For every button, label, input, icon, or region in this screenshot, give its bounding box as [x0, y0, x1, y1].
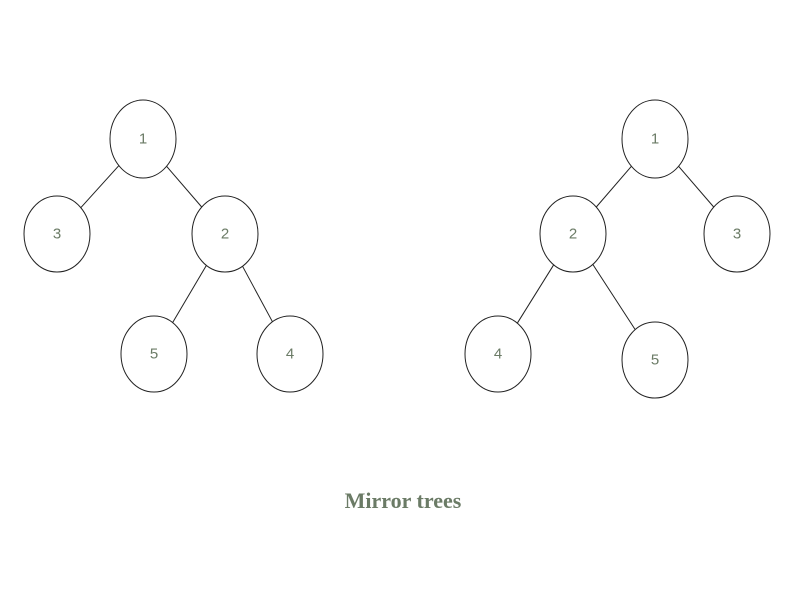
node-label: 1	[651, 131, 659, 148]
node-label: 4	[286, 346, 294, 363]
original-tree-edge	[172, 265, 207, 323]
node-circle	[191, 195, 259, 273]
node-circle	[621, 321, 689, 399]
node-circle	[621, 99, 689, 179]
mirror-tree-node-1: 1	[621, 99, 689, 179]
node-label: 3	[53, 226, 61, 243]
original-tree-edge	[166, 165, 203, 208]
node-label: 5	[651, 352, 659, 369]
node-label: 2	[569, 226, 577, 243]
node-label: 1	[139, 131, 147, 148]
node-circle	[703, 195, 771, 273]
diagram-caption: Mirror trees	[344, 488, 462, 513]
mirror-tree-node-3: 3	[703, 195, 771, 273]
mirror-tree-edge	[678, 165, 715, 208]
node-label: 3	[733, 226, 741, 243]
edges-layer	[80, 165, 715, 330]
node-label: 5	[150, 346, 158, 363]
node-circle	[539, 195, 607, 273]
node-circle	[109, 99, 177, 179]
original-tree-node-3: 3	[23, 195, 91, 273]
original-tree-edge	[242, 265, 273, 323]
original-tree-node-5: 5	[120, 315, 188, 393]
mirror-tree-edge	[516, 264, 555, 324]
node-label: 4	[494, 346, 502, 363]
mirror-tree-node-2: 2	[539, 195, 607, 273]
original-tree-node-2: 2	[191, 195, 259, 273]
original-tree-node-4: 4	[256, 315, 324, 393]
node-circle	[256, 315, 324, 393]
node-circle	[464, 315, 532, 393]
original-tree-node-1: 1	[109, 99, 177, 179]
mirror-tree-node-5: 5	[621, 321, 689, 399]
mirror-tree-edge	[592, 264, 636, 330]
node-circle	[120, 315, 188, 393]
node-circle	[23, 195, 91, 273]
node-label: 2	[221, 226, 229, 243]
nodes-layer: 1 3 2 5 4 1 2 3 4 5	[23, 99, 771, 399]
original-tree-edge	[80, 165, 120, 209]
mirror-tree-node-4: 4	[464, 315, 532, 393]
mirror-tree-edge	[595, 165, 632, 208]
